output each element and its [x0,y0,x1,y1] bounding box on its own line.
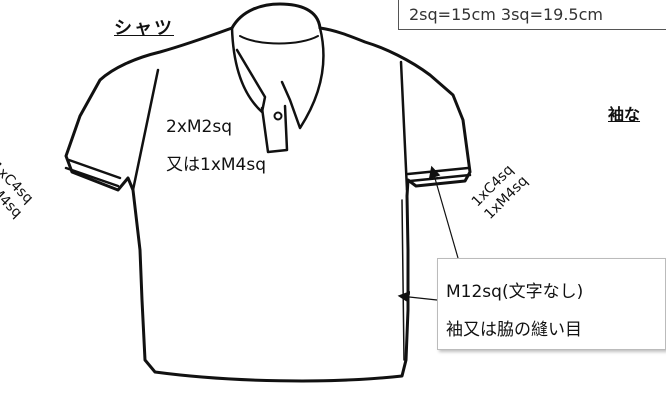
collar-right-flap [280,26,325,130]
shirt-section-title: シャツ [114,18,174,39]
sleeveless-section-title: 袖な [608,105,641,124]
left-sleeve-seam [131,68,160,192]
placket [260,104,289,154]
side-seam-line [401,199,405,361]
side-seam-callout-line1: M12sq(文字なし) [446,282,584,302]
size-reference-box: 2sq=15cm 3sq=19.5cm [398,0,666,30]
front-print-label-line1: 2xM2sq [166,117,233,137]
side-seam-callout: M12sq(文字なし) 袖又は脇の縫い目 [437,258,666,350]
button-top [273,111,283,121]
size-reference-text: 2sq=15cm 3sq=19.5cm [409,5,603,24]
sleeve-pointer-arrow [428,165,459,259]
collar-band [239,35,319,45]
left-cuff-band [64,158,122,188]
right-cuff-band [406,166,472,183]
seam-pointer-arrow [397,291,438,303]
collar-back [230,2,322,30]
right-sleeve-seam [399,60,409,192]
shirt-outline [64,26,472,383]
side-seam-callout-line2: 袖又は脇の縫い目 [446,320,582,340]
front-print-label-line2: 又は1xM4sq [166,155,267,175]
